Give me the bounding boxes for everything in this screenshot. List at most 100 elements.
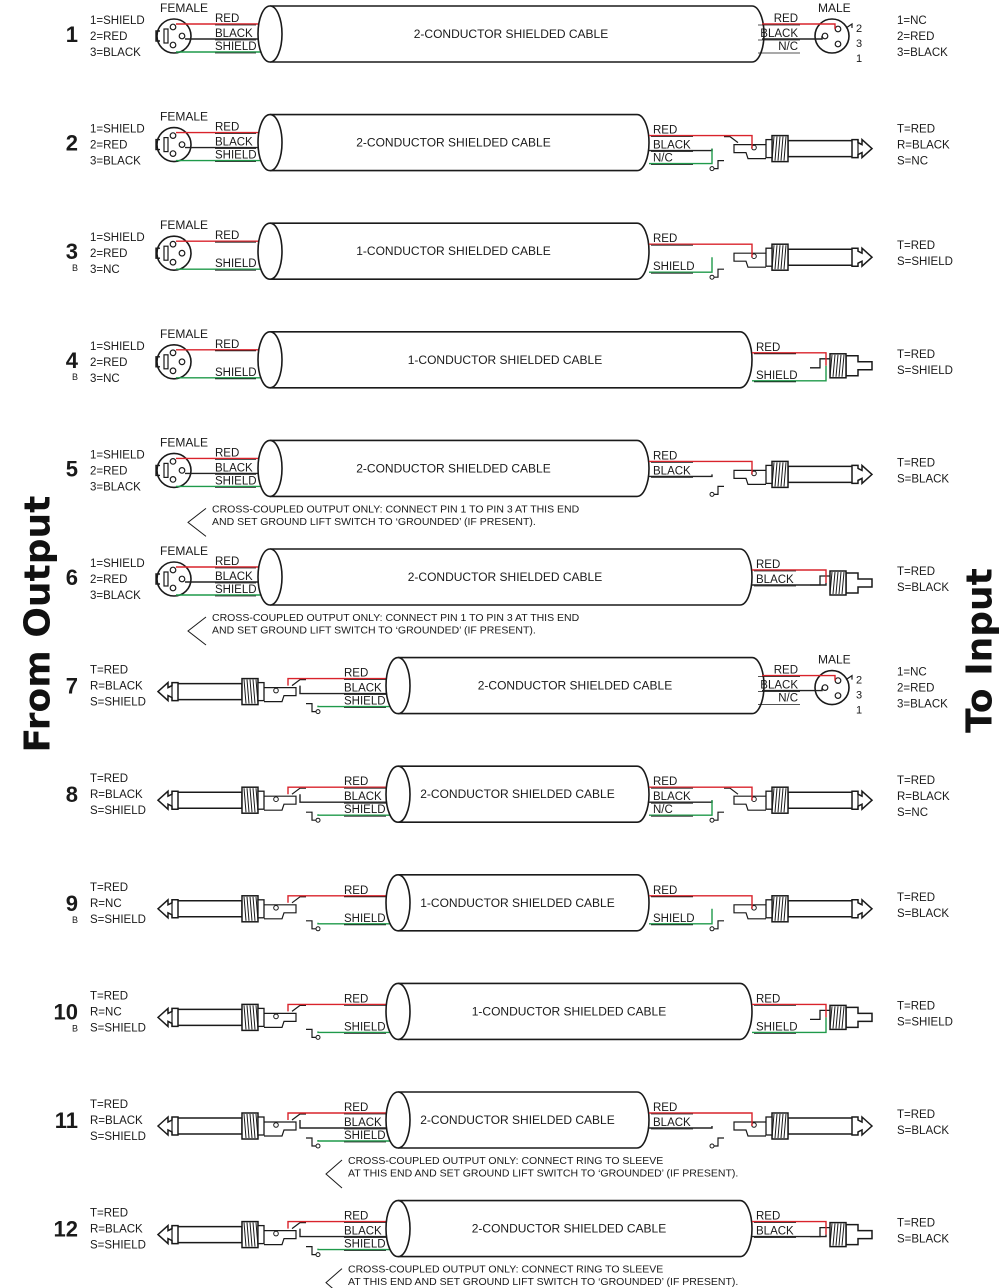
- note-text: AT THIS END AND SET GROUND LIFT SWITCH T…: [348, 1276, 738, 1288]
- cable-outline: [398, 656, 765, 715]
- rca-plug-shape: [832, 1006, 836, 1029]
- wire-black_wire: [762, 36, 823, 40]
- right-wire-label: N/C: [653, 804, 673, 816]
- trs-plug-shape: [315, 1143, 321, 1149]
- xlr-pin-shape: [169, 367, 177, 375]
- trs-plug-shape: [306, 811, 318, 821]
- note-text: AND SET GROUND LIFT SWITCH TO ‘GROUNDED’…: [212, 625, 536, 637]
- rca-plug-shape: [841, 571, 845, 595]
- cable-outline: [398, 1199, 753, 1258]
- diagram-number: 10: [54, 999, 78, 1024]
- right-wire-label: BLACK: [653, 791, 691, 803]
- xlr-pin-shape: [169, 41, 177, 49]
- left-pin-label: 2=RED: [90, 465, 127, 477]
- left-pin-label: 1=SHIELD: [90, 232, 145, 244]
- xlr-pin-shape: [169, 23, 177, 31]
- diagram-4: 4B1=SHIELD2=RED3=NCFEMALEREDSHIELD1-COND…: [66, 327, 953, 389]
- trs-plug-shape: [774, 788, 778, 813]
- trs-plug-shape: [178, 1008, 243, 1027]
- cable-end: [257, 548, 283, 606]
- trs-plug-shape: [315, 1252, 321, 1258]
- left-pin-label: R=NC: [90, 898, 122, 910]
- xlr-key-shape: [163, 354, 169, 370]
- wire-black_wire: [752, 583, 827, 586]
- xlr-pin-shape: [834, 25, 842, 33]
- trs-plug-shape: [249, 1005, 253, 1030]
- xlr-female-body: [156, 18, 192, 54]
- trs-plug-shape: [252, 1113, 256, 1139]
- right-pin-label: S=BLACK: [897, 908, 949, 920]
- trs-plug-shape: [156, 680, 179, 703]
- right-pin-label: S=SHIELD: [897, 256, 953, 268]
- left-pin-label: S=SHIELD: [90, 805, 146, 817]
- trs-plug-shape: [291, 896, 306, 904]
- trs-plug-shape: [257, 1116, 265, 1136]
- diagram-11: 11T=REDR=BLACKS=SHIELDREDBLACKSHIELD2-CO…: [55, 1091, 949, 1189]
- xlr-pin-shape: [834, 40, 842, 48]
- note-leader: [325, 1268, 343, 1288]
- cable-label: 1-CONDUCTOR SHIELDED CABLE: [472, 1004, 666, 1018]
- left-pin-label: 3=BLACK: [90, 590, 141, 602]
- cable-label: 2-CONDUCTOR SHIELDED CABLE: [414, 27, 608, 41]
- cable-label: 2-CONDUCTOR SHIELDED CABLE: [356, 136, 550, 150]
- ts-plug-shape: [712, 920, 724, 930]
- ts-plug-shape: [783, 245, 787, 270]
- trs-plug-shape: [315, 926, 321, 932]
- diagram-2: 21=SHIELD2=RED3=BLACKFEMALEREDBLACKSHIEL…: [66, 110, 950, 172]
- note-leader: [187, 508, 207, 537]
- ts-plug-shape: [765, 247, 773, 267]
- wire-shield_wire: [317, 1140, 398, 1142]
- note-text: CROSS-COUPLED OUTPUT ONLY: CONNECT PIN 1…: [212, 503, 580, 515]
- trs-plug-shape: [249, 1222, 253, 1247]
- left-pin-label: S=SHIELD: [90, 914, 146, 926]
- wire-black_wire: [299, 685, 398, 695]
- connector-title: FEMALE: [160, 327, 208, 341]
- rca-plug-shape: [829, 354, 833, 377]
- cable-label: 2-CONDUCTOR SHIELDED CABLE: [420, 787, 614, 801]
- rca-plug-shape: [829, 571, 833, 595]
- left-pin-label: T=RED: [90, 665, 128, 677]
- xlr-female-body: [156, 561, 192, 597]
- ts-plug-shape: [733, 904, 766, 920]
- right-wire-label: RED: [653, 450, 677, 462]
- wire-shield_wire: [317, 705, 398, 708]
- ts-plug-shape: [733, 252, 766, 268]
- left-wire-label: BLACK: [215, 28, 253, 40]
- wire-black_wire: [762, 687, 823, 692]
- trs-plug-shape: [243, 1005, 247, 1030]
- xlr-pin-shape: [821, 684, 829, 691]
- trs-plug-shape: [246, 1113, 250, 1139]
- right-pin-label: 3=BLACK: [897, 699, 948, 711]
- xlr-female-body: [156, 343, 192, 380]
- right-pin-label: S=NC: [897, 156, 928, 168]
- cable-end: [385, 873, 411, 932]
- wire-red_wire: [649, 134, 753, 149]
- wire-black_wire: [752, 1234, 827, 1238]
- rca-plug-shape: [829, 1223, 833, 1246]
- xlr-pin-shape: [821, 32, 829, 40]
- trs-plug-shape: [156, 898, 179, 920]
- connector-title: MALE: [818, 653, 851, 667]
- xlr-pin-shape: [169, 476, 177, 483]
- note-text: AT THIS END AND SET GROUND LIFT SWITCH T…: [348, 1168, 738, 1180]
- trs-plug-shape: [252, 1222, 256, 1247]
- left-pin-label: S=SHIELD: [90, 1022, 146, 1034]
- left-pin-label: R=NC: [90, 1006, 122, 1018]
- diagram-6: 61=SHIELD2=RED3=BLACKFEMALEREDBLACKSHIEL…: [66, 544, 949, 646]
- ts-plug-shape: [777, 245, 781, 270]
- right-wire-label: RED: [653, 233, 677, 245]
- left-pin-label: T=RED: [90, 773, 128, 785]
- trs-plug-shape: [780, 136, 784, 161]
- left-wire-label: RED: [344, 885, 368, 897]
- trs-plug-shape: [178, 682, 243, 701]
- note-text: CROSS-COUPLED OUTPUT ONLY: CONNECT PIN 1…: [212, 612, 580, 624]
- trs-plug-shape: [724, 787, 739, 795]
- wire-shield_wire: [317, 814, 398, 816]
- diagram-number: 11: [55, 1108, 78, 1133]
- ts-plug-shape: [712, 485, 724, 495]
- right-wire-label: RED: [653, 885, 677, 897]
- left-pin-label: R=BLACK: [90, 1115, 143, 1127]
- ts-plug-shape: [712, 268, 724, 278]
- diagram-9: 9BT=REDR=NCS=SHIELDREDSHIELD1-CONDUCTOR …: [66, 873, 949, 932]
- left-wire-label: SHIELD: [215, 367, 257, 379]
